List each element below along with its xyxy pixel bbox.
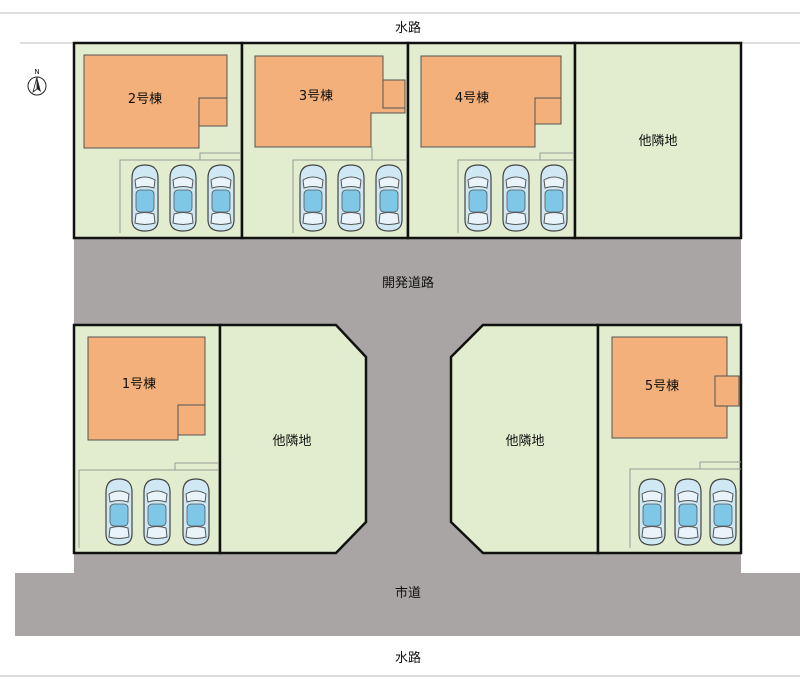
waterway-top-label: 水路 [395, 20, 421, 36]
neighbor-lot-top: 他隣地 [573, 41, 743, 240]
development-road-label: 開発道路 [382, 275, 434, 291]
house-5 [611, 336, 728, 439]
neighbor-top-label: 他隣地 [638, 133, 677, 149]
development-road [74, 238, 741, 554]
house-5-label: 5号棟 [645, 379, 679, 394]
city-road [15, 553, 800, 636]
parking-lot-3 [299, 164, 403, 232]
house-2-label: 2号棟 [128, 92, 162, 107]
north-arrow-icon [27, 76, 47, 96]
parking-lot-2 [131, 164, 235, 232]
lot-4: 4号棟 [406, 41, 577, 240]
lot-1: 1号棟 [72, 323, 222, 555]
city-road-label: 市道 [395, 585, 421, 601]
house-1-label: 1号棟 [122, 377, 156, 392]
house-4-label: 4号棟 [455, 91, 489, 106]
lot-5: 5号棟 [596, 323, 743, 555]
house-3-label: 3号棟 [299, 89, 333, 104]
house-3 [254, 55, 406, 148]
parking-lot-1 [105, 478, 210, 546]
waterway-bottom-label: 水路 [395, 650, 421, 666]
neighbor-mid-left-label: 他隣地 [272, 433, 311, 449]
lot-3: 3号棟 [240, 41, 410, 240]
lot-2: 2号棟 [72, 41, 244, 240]
parking-lot-4 [464, 164, 568, 232]
north-label: N [34, 68, 39, 76]
neighbor-mid-right-label: 他隣地 [505, 433, 544, 449]
parking-lot-5 [638, 478, 737, 546]
neighbor-lot-mid-left [218, 323, 368, 555]
